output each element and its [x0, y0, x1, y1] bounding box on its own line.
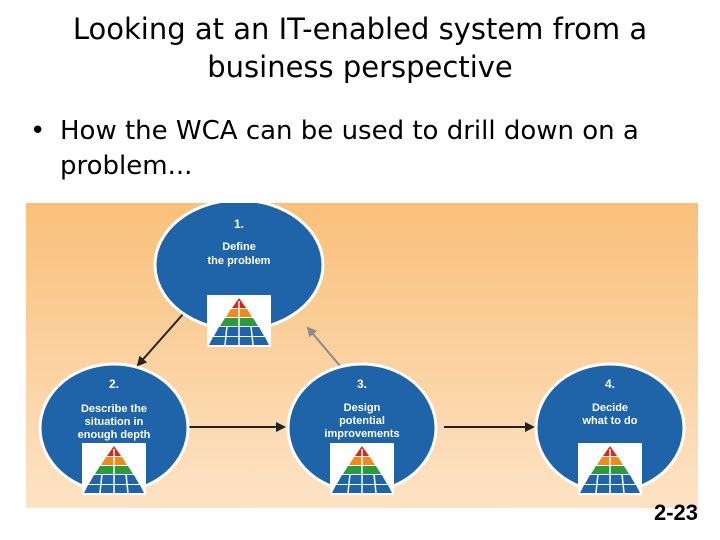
step-3-label-line-1: Design [344, 402, 381, 414]
work-system-pyramid-icon [206, 294, 272, 348]
bullet-item: • How the WCA can be used to drill down … [30, 114, 690, 184]
title-line-2: business perspective [207, 50, 513, 84]
slide-number: 2-23 [653, 500, 698, 525]
bullet-text-line-2: problem... [60, 151, 193, 181]
step-1-label-line-2: the problem [208, 255, 271, 267]
work-system-pyramid-icon [577, 442, 643, 496]
step-2-label-line-3: enough depth [78, 429, 151, 441]
step-3-design-improvements: 3. Design potential improvements [286, 362, 438, 496]
step-3-label-line-2: potential [339, 415, 385, 427]
bullet-marker: • [30, 116, 46, 146]
diagram-canvas: 1. Define the problem 2. Describe the si… [38, 198, 686, 496]
arrow-1-to-2 [136, 312, 185, 367]
slide-title: Looking at an IT-enabled system from a b… [0, 10, 720, 86]
step-3-number: 3. [357, 377, 367, 391]
step-2-label-line-2: situation in [85, 416, 144, 428]
step-3-label-line-3: improvements [324, 428, 399, 440]
wca-process-diagram: 1. Define the problem 2. Describe the si… [26, 198, 698, 508]
step-1-define-problem: 1. Define the problem [153, 198, 325, 348]
step-4-decide: 4. Decide what to do [534, 362, 686, 496]
step-2-label-line-1: Describe the [81, 403, 147, 415]
work-system-pyramid-icon [329, 442, 395, 496]
step-1-number: 1. [234, 217, 244, 231]
step-1-label-line-1: Define [222, 241, 256, 253]
step-2-number: 2. [109, 377, 119, 391]
step-4-label-line-2: what to do [582, 415, 638, 427]
step-4-label-line-1: Decide [592, 402, 628, 414]
bullet-text-line-1: How the WCA can be used to drill down on… [60, 116, 639, 146]
work-system-pyramid-icon [81, 442, 147, 496]
step-2-describe-situation: 2. Describe the situation in enough dept… [38, 362, 190, 496]
step-4-number: 4. [605, 377, 615, 391]
title-line-1: Looking at an IT-enabled system from a [72, 12, 648, 46]
